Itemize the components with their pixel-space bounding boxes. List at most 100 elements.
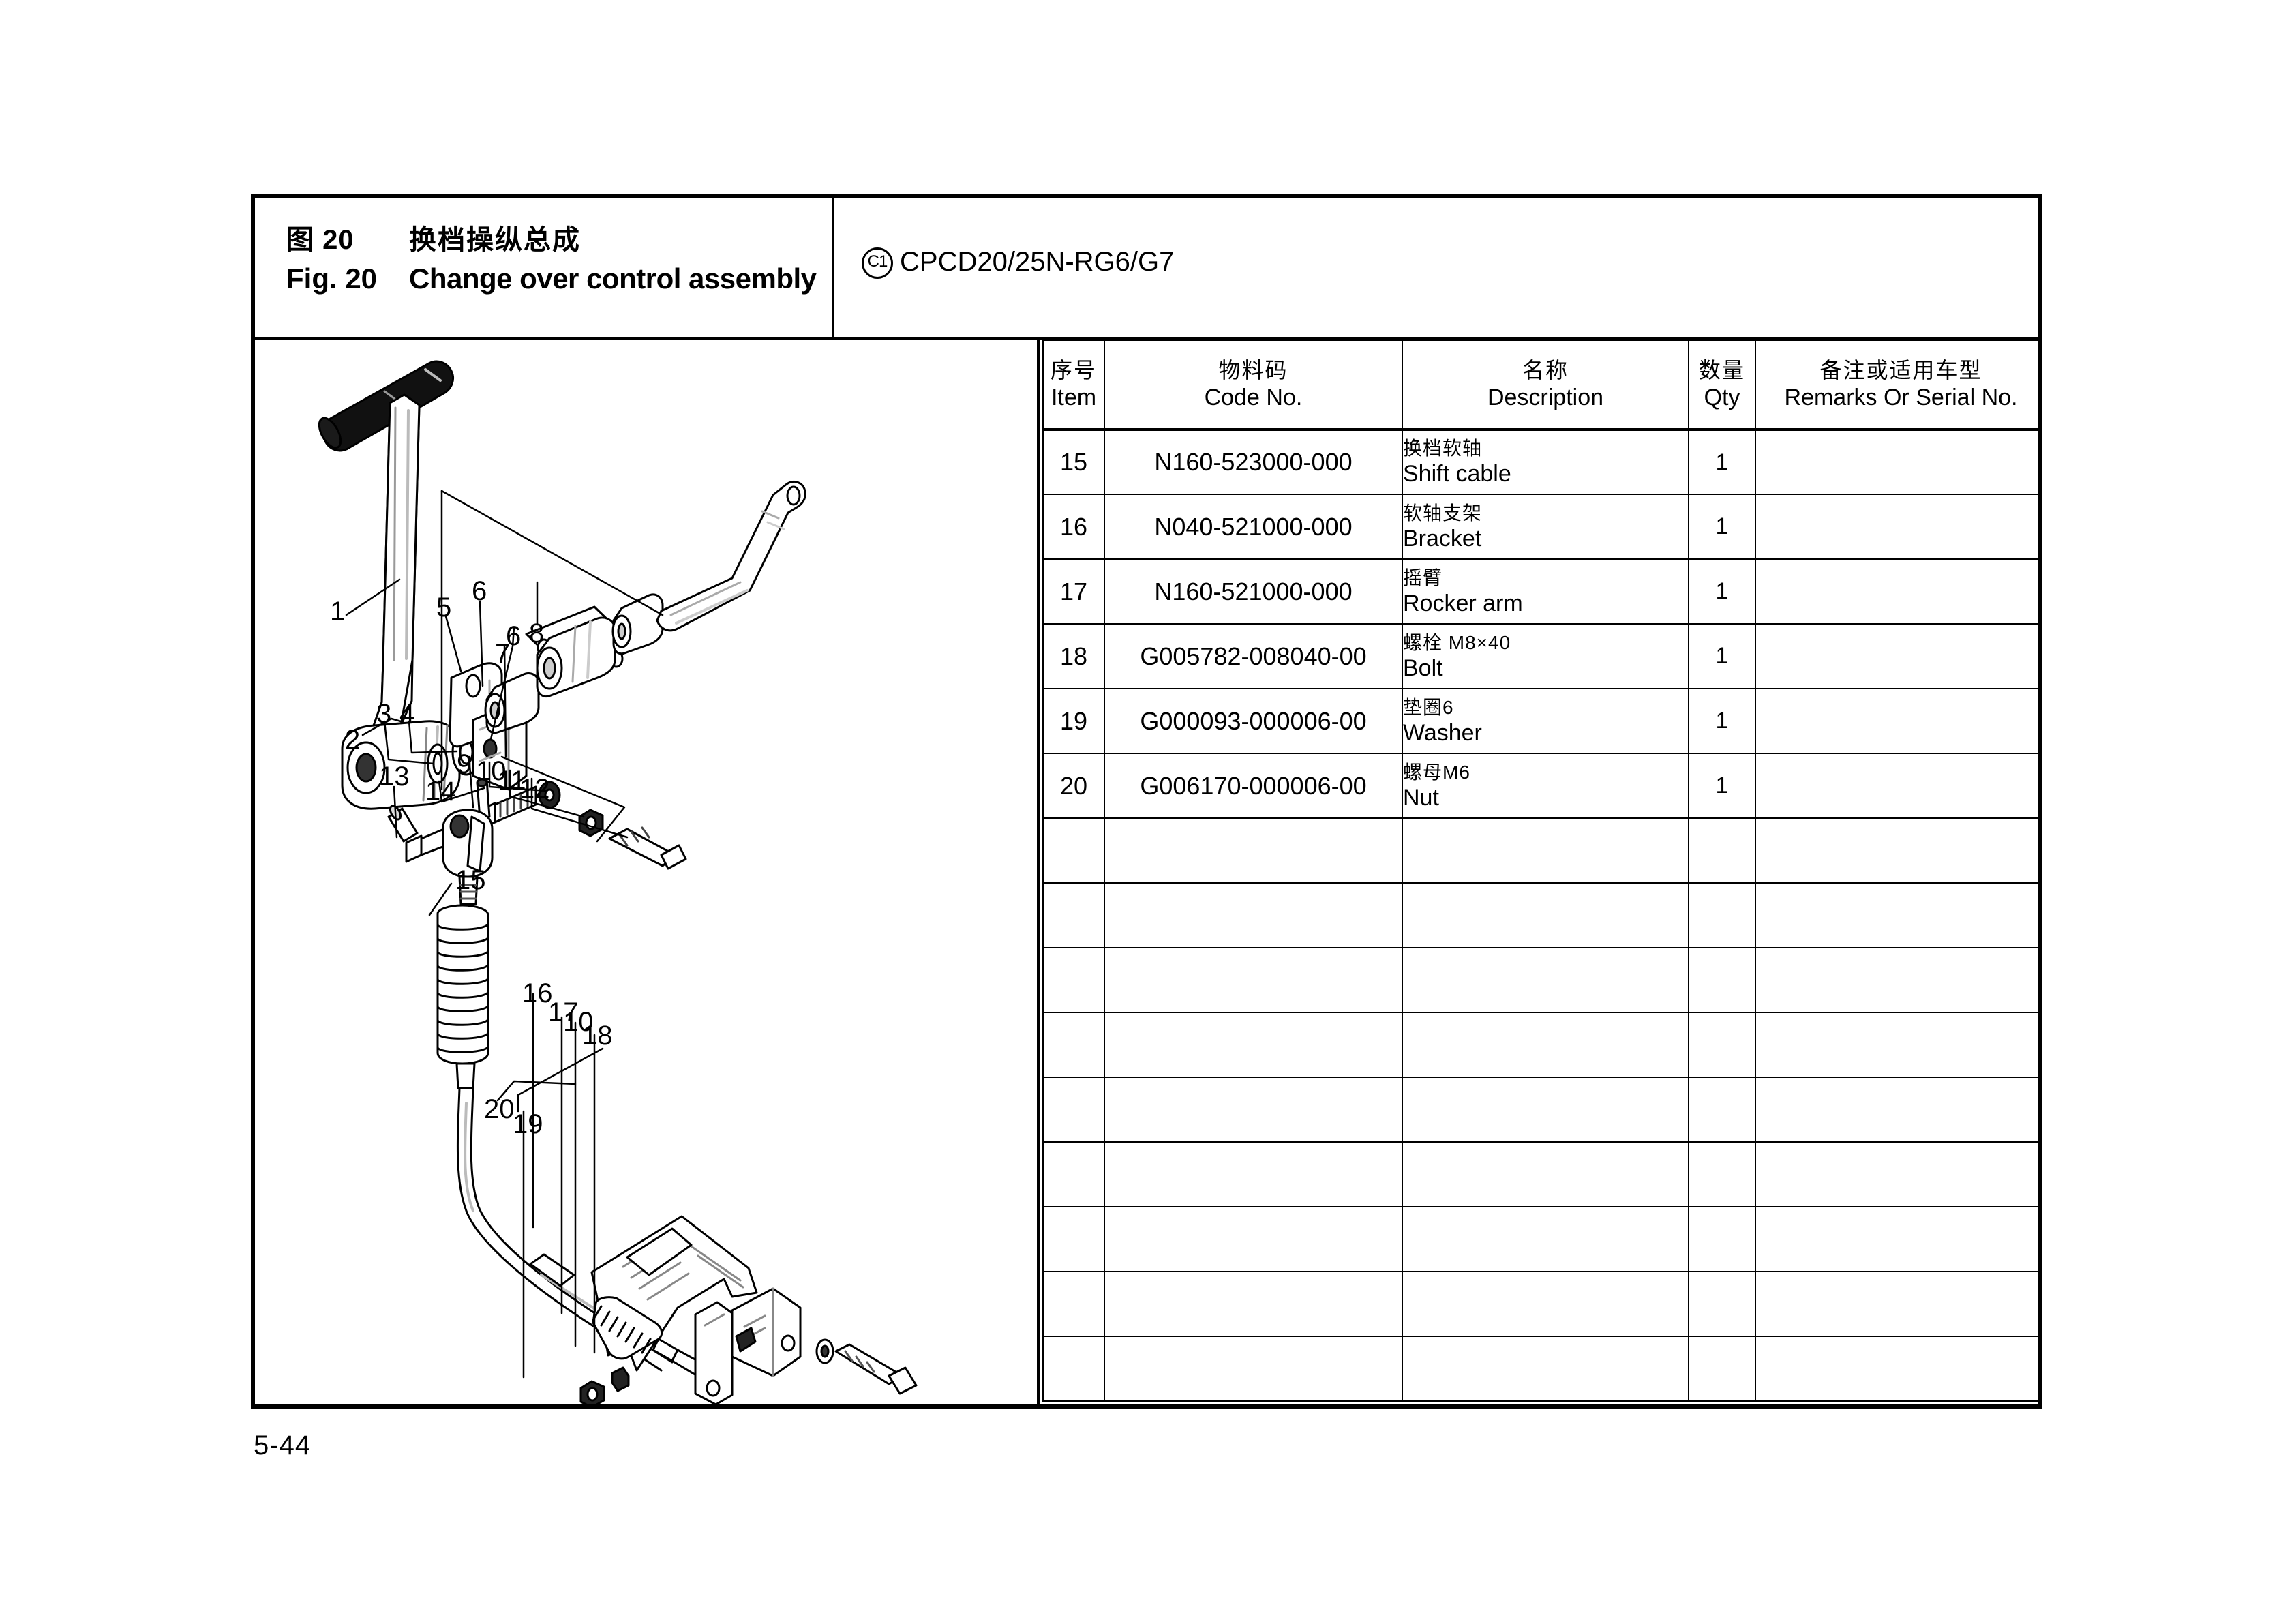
cell-code-no bbox=[1104, 947, 1403, 1013]
cell-item bbox=[1042, 1077, 1105, 1143]
cell-description bbox=[1402, 1206, 1689, 1272]
page-frame: 图 20 换档操纵总成 Fig. 20 Change over control … bbox=[251, 194, 2042, 1409]
cell-remarks bbox=[1755, 1206, 2038, 1272]
part-bushing-6-right bbox=[611, 593, 664, 655]
cell-remarks bbox=[1755, 688, 2038, 754]
column-header-qty: 数量 Qty bbox=[1688, 340, 1756, 431]
cell-description bbox=[1402, 1012, 1689, 1078]
table-row-empty[interactable] bbox=[1042, 1271, 2038, 1337]
cell-remarks bbox=[1755, 753, 2038, 819]
description-english: Washer bbox=[1403, 719, 1482, 746]
cell-item bbox=[1042, 947, 1105, 1013]
callout-12: 12 bbox=[519, 774, 550, 804]
cell-code-no bbox=[1104, 882, 1403, 948]
table-row-empty[interactable] bbox=[1042, 817, 2038, 884]
part-shift-cable-15 bbox=[436, 904, 674, 1372]
description-chinese: 螺母M6 bbox=[1403, 761, 1470, 783]
cell-qty bbox=[1688, 1206, 1756, 1272]
model-applicability-cell: C1 CPCD20/25N-RG6/G7 bbox=[837, 198, 2038, 337]
part-nut-11 bbox=[578, 809, 604, 837]
cell-code-no: G005782-008040-00 bbox=[1104, 623, 1403, 689]
cell-qty: 1 bbox=[1688, 429, 1756, 495]
column-header-code-cn: 物料码 bbox=[1218, 358, 1288, 382]
callout-6b: 6 bbox=[506, 621, 521, 651]
cell-description bbox=[1402, 1271, 1689, 1337]
cell-qty: 1 bbox=[1688, 623, 1756, 689]
cell-remarks bbox=[1755, 494, 2038, 560]
table-row-empty[interactable] bbox=[1042, 1336, 2038, 1402]
cell-code-no bbox=[1104, 1141, 1403, 1207]
illustration-panel: 1 2 3 4 5 6 6 7 8 9 10 11 12 13 14 15 16… bbox=[255, 340, 1040, 1404]
part-washer-10b bbox=[815, 1338, 834, 1364]
cell-remarks bbox=[1755, 1336, 2038, 1402]
figure-name-chinese: 换档操纵总成 bbox=[409, 225, 581, 255]
cell-item bbox=[1042, 1141, 1105, 1207]
cell-description bbox=[1402, 1077, 1689, 1143]
cell-code-no bbox=[1104, 1206, 1403, 1272]
part-bolt-18 bbox=[834, 1343, 918, 1395]
cell-qty: 1 bbox=[1688, 558, 1756, 625]
cell-qty bbox=[1688, 1077, 1756, 1143]
callout-1: 1 bbox=[330, 597, 345, 627]
parts-table-container: 序号 Item 物料码 Code No. 名称 Description 数量 Q… bbox=[1042, 340, 2038, 1404]
cell-code-no bbox=[1104, 1077, 1403, 1143]
cell-remarks bbox=[1755, 1012, 2038, 1078]
table-row-empty[interactable] bbox=[1042, 947, 2038, 1013]
cell-code-no: N160-521000-000 bbox=[1104, 558, 1403, 625]
part-rocker-arm-17 bbox=[694, 1287, 802, 1404]
cell-qty bbox=[1688, 1336, 1756, 1402]
table-row-empty[interactable] bbox=[1042, 1206, 2038, 1272]
cell-qty: 1 bbox=[1688, 688, 1756, 754]
cell-remarks bbox=[1755, 882, 2038, 948]
cell-description bbox=[1402, 1336, 1689, 1402]
cell-code-no: G000093-000006-00 bbox=[1104, 688, 1403, 754]
table-row-empty[interactable] bbox=[1042, 1012, 2038, 1078]
figure-number-chinese: 图 20 bbox=[286, 225, 354, 255]
cell-code-no: N040-521000-000 bbox=[1104, 494, 1403, 560]
description-chinese: 垫圈6 bbox=[1403, 696, 1454, 718]
column-header-remarks: 备注或适用车型 Remarks Or Serial No. bbox=[1755, 340, 2038, 431]
page-number: 5-44 bbox=[254, 1430, 312, 1460]
column-header-qty-en: Qty bbox=[1704, 385, 1740, 410]
callout-10b: 10 bbox=[563, 1007, 594, 1037]
column-header-code-en: Code No. bbox=[1204, 385, 1303, 410]
part-t-handle-grip bbox=[318, 360, 454, 452]
cell-remarks bbox=[1755, 817, 2038, 884]
column-header-description-en: Description bbox=[1487, 385, 1604, 410]
part-nut-20 bbox=[579, 1380, 605, 1404]
cell-remarks bbox=[1755, 1077, 2038, 1143]
table-row-empty[interactable] bbox=[1042, 1077, 2038, 1143]
cell-qty bbox=[1688, 947, 1756, 1013]
cell-item bbox=[1042, 1012, 1105, 1078]
table-row-empty[interactable] bbox=[1042, 882, 2038, 948]
exploded-assembly-drawing: 1 2 3 4 5 6 6 7 8 9 10 11 12 13 14 15 16… bbox=[318, 360, 918, 1404]
cell-item bbox=[1042, 882, 1105, 948]
column-header-qty-cn: 数量 bbox=[1698, 358, 1745, 382]
description-english: Shift cable bbox=[1403, 461, 1511, 487]
description-english: Rocker arm bbox=[1403, 590, 1523, 616]
description-english: Nut bbox=[1403, 784, 1439, 811]
table-header-row: 序号 Item 物料码 Code No. 名称 Description 数量 Q… bbox=[1042, 340, 2038, 431]
cell-remarks bbox=[1755, 429, 2038, 495]
callout-17: 17 bbox=[548, 997, 579, 1027]
callout-4: 4 bbox=[399, 699, 414, 729]
table-row-empty[interactable] bbox=[1042, 1141, 2038, 1207]
cell-code-no: N160-523000-000 bbox=[1104, 429, 1403, 495]
cell-qty bbox=[1688, 1271, 1756, 1337]
cell-description bbox=[1402, 1141, 1689, 1207]
column-header-remarks-en: Remarks Or Serial No. bbox=[1784, 385, 2018, 410]
cell-remarks bbox=[1755, 1141, 2038, 1207]
callout-2: 2 bbox=[345, 725, 360, 755]
